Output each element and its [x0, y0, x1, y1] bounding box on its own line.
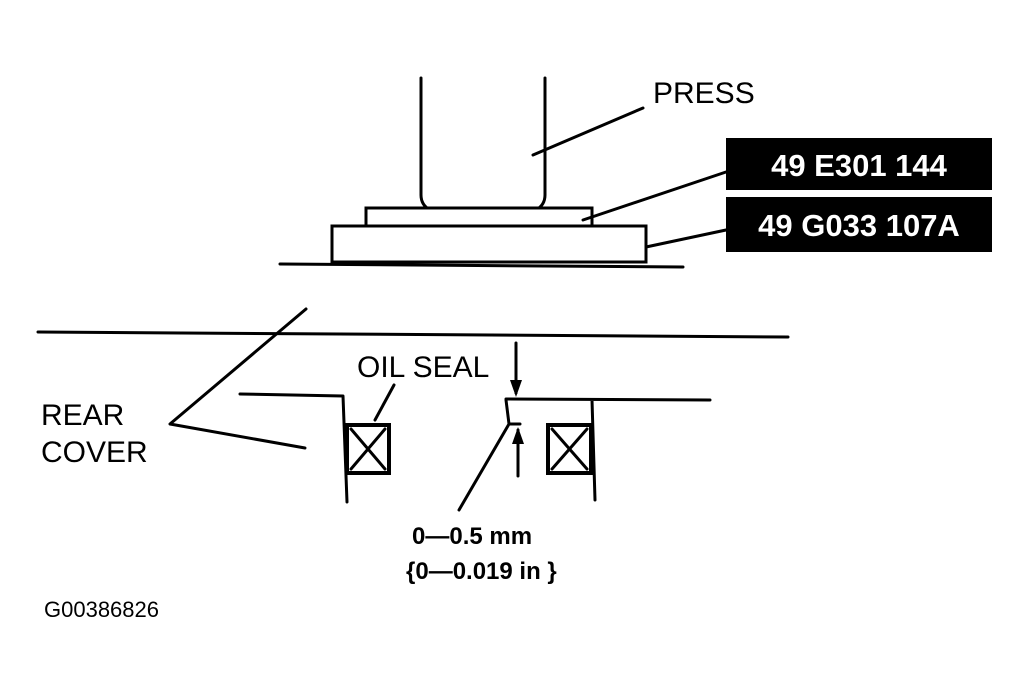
- oil-seal-right: [546, 423, 593, 475]
- press-base-line: [278, 262, 685, 269]
- oil-seal-left: [345, 423, 391, 475]
- rear-cover-leader-line: [168, 307, 308, 450]
- tool-1-leader-line: [581, 170, 728, 222]
- oil-seal-label: OIL SEAL: [357, 351, 489, 384]
- part-tag-1-text: 49 E301 144: [771, 148, 948, 183]
- clearance-in-label: {0—0.019 in }: [406, 558, 557, 585]
- clearance-arrow-bottom: [512, 427, 524, 478]
- press-label: PRESS: [653, 77, 755, 110]
- rear-cover-right-profile: [504, 397, 712, 502]
- clearance-mm-label: 0—0.5 mm: [412, 523, 532, 550]
- press-leader-line: [531, 106, 645, 157]
- rear-cover-horizontal-line: [36, 330, 790, 339]
- figure-id: G00386826: [44, 597, 159, 622]
- rear-cover-left-profile: [238, 392, 349, 504]
- clearance-arrow-top: [510, 341, 522, 397]
- clearance-leader-line: [457, 422, 511, 512]
- part-tag-1: 49 E301 144: [726, 138, 992, 190]
- rear-cover-label-line1: REAR: [41, 399, 124, 432]
- part-tag-2-text: 49 G033 107A: [758, 208, 960, 243]
- tool-49-g033-107a: [330, 224, 648, 264]
- part-tag-1-box: [726, 138, 992, 190]
- part-tag-2-box: [726, 197, 992, 252]
- rear-cover-label-line2: COVER: [41, 436, 148, 469]
- oil-seal-leader-line: [373, 383, 396, 422]
- tool-2-leader-line: [644, 228, 728, 249]
- part-tag-2: 49 G033 107A: [726, 197, 992, 252]
- press-ram: [419, 76, 547, 212]
- seal-face-edge: [504, 398, 522, 426]
